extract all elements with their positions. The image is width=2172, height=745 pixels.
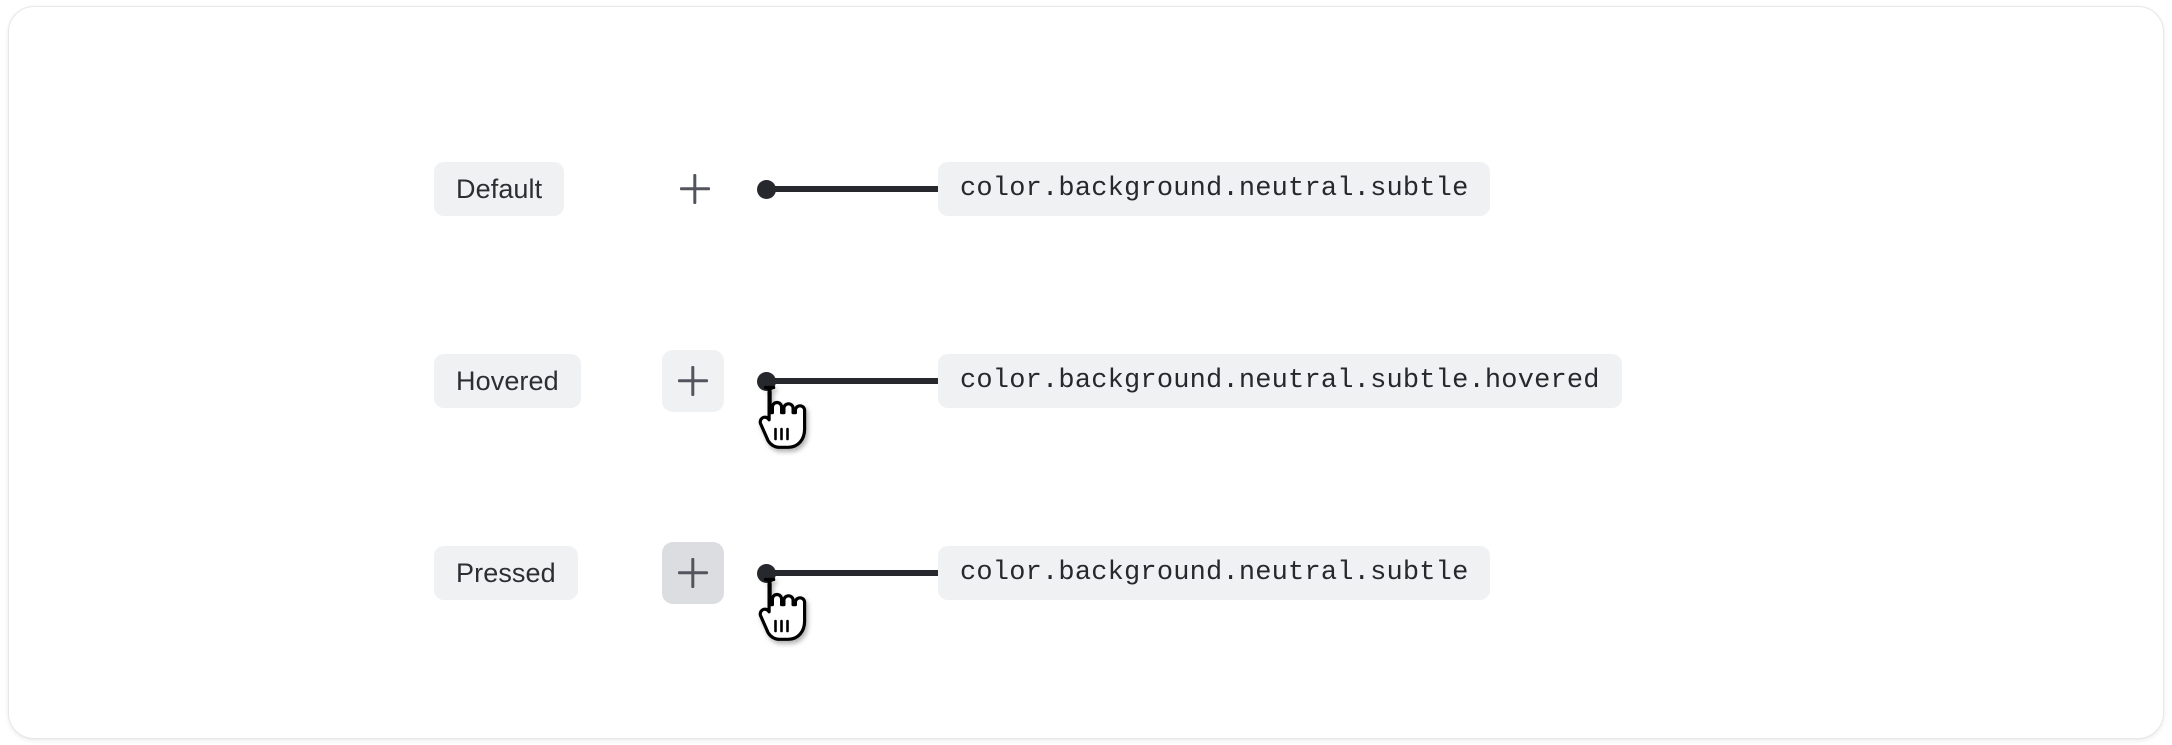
state-label-pressed: Pressed [434, 546, 578, 600]
state-label-default: Default [434, 162, 565, 216]
connector-dot-icon [757, 563, 776, 583]
plus-button-hovered[interactable] [662, 350, 724, 412]
state-label-hovered: Hovered [434, 354, 581, 408]
connector-line [773, 570, 941, 576]
connector-line [773, 378, 941, 384]
connector-default [757, 178, 941, 200]
hand-cursor-icon [757, 385, 811, 451]
plus-icon [678, 558, 708, 588]
token-chip-hovered: color.background.neutral.subtle.hovered [938, 354, 1622, 408]
connector-hovered [757, 370, 941, 392]
connector-line [773, 186, 941, 192]
token-chip-pressed: color.background.neutral.subtle [938, 546, 1491, 600]
connector-dot-icon [757, 179, 776, 199]
diagram-card: Default color.background.neutral.subtle … [8, 6, 2164, 739]
hand-cursor-icon [757, 577, 811, 643]
token-chip-default: color.background.neutral.subtle [938, 162, 1491, 216]
plus-button-pressed[interactable] [662, 542, 724, 604]
connector-dot-icon [757, 371, 776, 391]
connector-pressed [757, 562, 941, 584]
plus-icon [680, 174, 710, 204]
plus-icon [678, 366, 708, 396]
plus-button-default[interactable] [664, 158, 726, 220]
